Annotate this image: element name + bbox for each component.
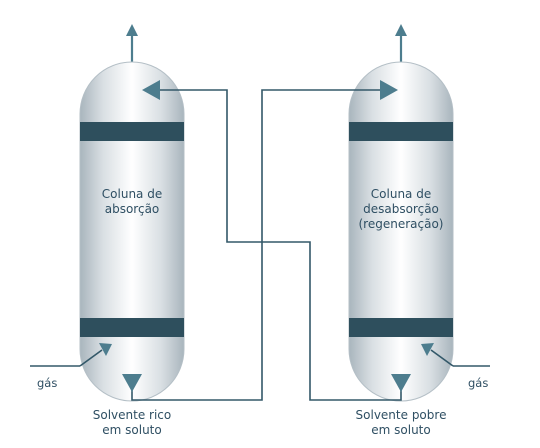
gas-inlet-right-arrow-icon — [421, 343, 434, 356]
rich-solvent-label: Solvente rico em soluto — [82, 408, 182, 438]
gas-inlet-left-diagonal — [79, 349, 103, 367]
rich-solvent-outlet-arrow-icon — [122, 374, 142, 392]
absorption-vent — [126, 24, 138, 65]
desorption-bottom-band — [349, 318, 453, 337]
desorption-column-label: Coluna de desabsorção (regeneração) — [341, 187, 461, 232]
lean-solvent-inlet-arrow-icon — [142, 80, 160, 100]
lean-solvent-label: Solvente pobre em soluto — [346, 408, 456, 438]
lean-solvent-outlet-arrow-icon — [391, 374, 411, 392]
lean-solvent-pipe — [160, 89, 402, 401]
lean-solvent-line-2: em soluto — [371, 423, 431, 437]
absorption-label-line-2: absorção — [104, 202, 160, 216]
rich-solvent-inlet-arrow-icon — [380, 80, 398, 100]
absorption-vessel — [79, 61, 185, 402]
desorption-vent — [395, 24, 407, 65]
desorption-vessel — [348, 61, 454, 402]
absorption-column — [79, 61, 185, 402]
absorption-column-label: Coluna de absorção — [82, 187, 182, 217]
lean-solvent-line-1: Solvente pobre — [355, 408, 447, 422]
desorption-label-line-2: desabsorção — [363, 202, 439, 216]
vent-arrow-icon — [395, 24, 407, 36]
rich-solvent-line-2: em soluto — [102, 423, 162, 437]
rich-solvent-line-1: Solvente rico — [92, 408, 172, 422]
desorption-label-line-1: Coluna de — [370, 187, 432, 201]
desorption-column — [348, 61, 454, 402]
rich-solvent-pipe — [131, 89, 382, 401]
gas-inlet-left-arrow-icon — [99, 343, 112, 356]
vent-arrow-icon — [126, 24, 138, 36]
gas-right-label: gás — [468, 376, 489, 390]
desorption-top-band — [349, 122, 453, 141]
gas-inlet-right-diagonal — [430, 349, 454, 367]
absorption-top-band — [80, 122, 184, 141]
desorption-label-line-3: (regeneração) — [358, 217, 444, 231]
absorption-bottom-band — [80, 318, 184, 337]
gas-left-label: gás — [37, 376, 58, 390]
absorption-label-line-1: Coluna de — [101, 187, 163, 201]
